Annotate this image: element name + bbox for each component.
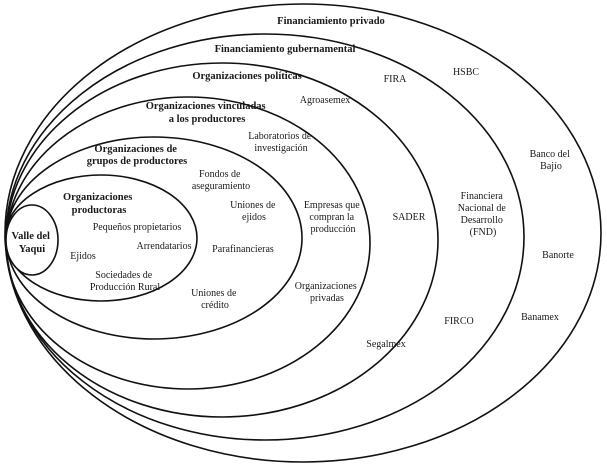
label-banorte: Banorte bbox=[542, 250, 574, 261]
heading-organizaciones-politicas: Organizaciones políticas bbox=[192, 71, 301, 82]
label-arrendatarios: Arrendatarios bbox=[137, 241, 192, 252]
label-hsbc: HSBC bbox=[453, 67, 479, 78]
label-empresas-compran-produccion: Empresas que compran la producción bbox=[304, 200, 362, 235]
label-uniones-ejidos: Uniones de ejidos bbox=[230, 200, 278, 223]
label-laboratorios-investigacion: Laboratorios de investigación bbox=[248, 131, 314, 154]
label-valle-del-yaqui: Valle del Yaqui bbox=[11, 231, 52, 255]
ring-organizaciones-productoras bbox=[4, 174, 198, 302]
label-sociedades-produccion-rural: Sociedades de Producción Rural bbox=[90, 270, 160, 293]
label-pequenos-propietarios: Pequeños propietarios bbox=[93, 222, 182, 233]
label-organizaciones-privadas: Organizaciones privadas bbox=[295, 281, 360, 304]
heading-organizaciones-grupos: Organizaciones de grupos de productores bbox=[87, 144, 188, 167]
label-fondos-aseguramiento: Fondos de aseguramiento bbox=[192, 169, 250, 192]
heading-financiamiento-privado: Financiamiento privado bbox=[277, 16, 385, 27]
label-segalmex: Segalmex bbox=[366, 339, 405, 350]
center-valle-del-yaqui bbox=[5, 204, 59, 276]
label-agroasemex: Agroasemex bbox=[300, 95, 351, 106]
label-fnd: Financiera Nacional de Desarrollo (FND) bbox=[458, 191, 509, 238]
heading-organizaciones-vinculadas: Organizaciones vinculadas a los producto… bbox=[146, 101, 269, 125]
ring-financiamiento-privado bbox=[4, 3, 602, 463]
label-sader: SADER bbox=[393, 212, 426, 223]
label-ejidos: Ejidos bbox=[70, 251, 96, 262]
label-firco: FIRCO bbox=[444, 316, 473, 327]
label-fira: FIRA bbox=[384, 74, 408, 85]
label-parafinancieras: Parafinancieras bbox=[212, 244, 274, 255]
label-banamex: Banamex bbox=[521, 312, 559, 323]
label-uniones-credito: Uniones de crédito bbox=[191, 288, 239, 311]
heading-organizaciones-productoras: Organizaciones productoras bbox=[63, 192, 135, 216]
ring-financiamiento-gubernamental bbox=[5, 33, 525, 441]
heading-financiamiento-gubernamental: Financiamiento gubernamental bbox=[215, 44, 356, 55]
label-banco-bajio: Banco del Bajío bbox=[530, 149, 573, 172]
